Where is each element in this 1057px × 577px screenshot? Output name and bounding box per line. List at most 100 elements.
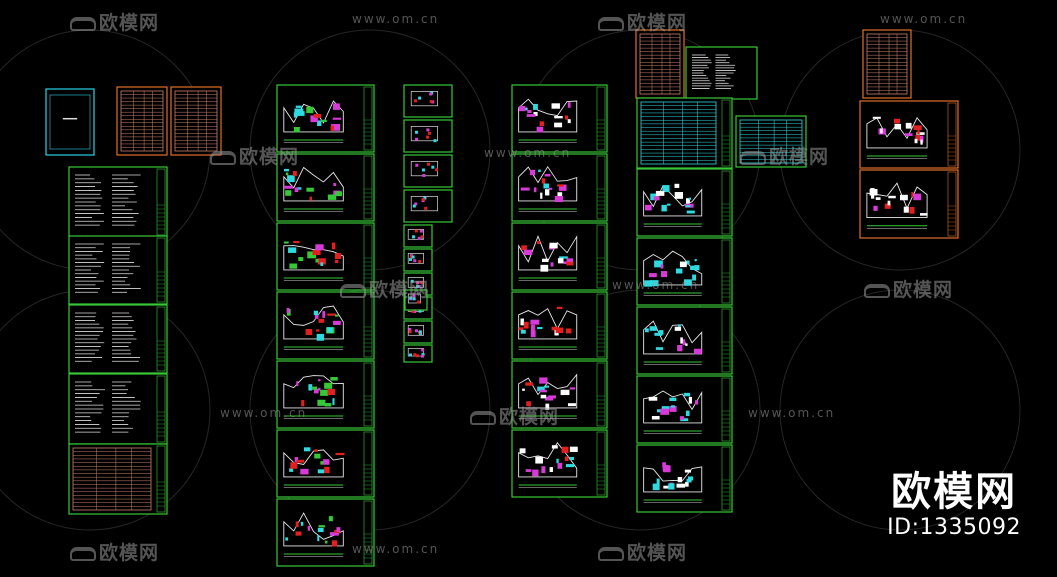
plan-fixture (873, 205, 878, 211)
drawing-sheet (276, 153, 375, 222)
title-block (721, 308, 731, 373)
detail-outline (410, 126, 438, 142)
detail-mark (413, 353, 417, 357)
plan-fixture (318, 379, 321, 382)
sheet-frame (276, 498, 375, 567)
plan-fixture (523, 249, 533, 256)
plan-outline (518, 308, 578, 340)
drawing-sheet (859, 100, 959, 169)
plan-fixture (686, 198, 690, 204)
detail-outline (410, 91, 438, 107)
drawing-sheet (68, 443, 168, 515)
title-block (156, 168, 166, 236)
plan-fixture (684, 469, 692, 473)
detail-mark (415, 130, 419, 134)
sheet-frame (635, 29, 685, 99)
detail-mark (416, 280, 420, 284)
plan-fixture (567, 119, 571, 124)
detail-mark (418, 330, 422, 334)
plan-fixture (327, 194, 337, 200)
drawing-sheet (68, 166, 168, 238)
plan-fixture (526, 401, 532, 407)
detail-mark (415, 285, 419, 289)
plan-fixture (917, 130, 920, 135)
plan-fixture (872, 116, 881, 119)
detail-mark (412, 297, 416, 301)
detail-outline (410, 196, 438, 212)
plan-fixture (557, 462, 563, 469)
plan-fixture (317, 527, 324, 533)
plan-fixture (523, 321, 529, 329)
plan-fixture (324, 382, 333, 389)
plan-fixture (283, 241, 289, 244)
drawing-sheet (403, 84, 453, 118)
plan-fixture (674, 326, 682, 331)
plan-fixture (290, 462, 298, 469)
plan-fixture (288, 247, 297, 253)
plan-fixture (293, 112, 297, 118)
plan-fixture (888, 195, 896, 199)
detail-outline (407, 229, 424, 240)
detail-mark (421, 354, 425, 358)
title-block (721, 239, 731, 304)
plan-fixture (875, 197, 881, 200)
sheet-frame (404, 289, 428, 311)
plan-fixture (894, 123, 902, 130)
plan-fixture (904, 133, 913, 137)
plan-fixture (555, 327, 564, 334)
plan-fixture (662, 185, 670, 193)
plan-fixture (539, 121, 545, 127)
table-border (640, 101, 717, 165)
plan-fixture (660, 408, 670, 415)
title-block (363, 362, 373, 427)
plan-fixture (285, 190, 292, 196)
detail-mark (413, 259, 417, 263)
detail-mark (429, 100, 433, 104)
detail-mark (413, 99, 417, 103)
plan-fixture (314, 453, 321, 459)
detail-mark (418, 260, 422, 264)
plan-fixture (307, 251, 316, 259)
plan-fixture (911, 192, 914, 198)
plan-fixture (656, 478, 660, 485)
table-border (174, 90, 218, 152)
plan-fixture (294, 457, 299, 463)
plan-fixture (533, 187, 537, 193)
plan-fixture (316, 329, 320, 332)
plan-fixture (303, 447, 311, 452)
plan-fixture (520, 187, 530, 191)
plan-fixture (565, 328, 572, 334)
title-block (156, 306, 166, 372)
detail-mark (421, 352, 425, 356)
plan-fixture (880, 128, 883, 134)
sheet-frame (403, 84, 453, 118)
plan-fixture (300, 521, 304, 526)
drawing-sheet (511, 429, 608, 498)
plan-fixture (530, 330, 536, 338)
plan-fixture (559, 256, 568, 259)
title-block (156, 445, 166, 513)
plan-fixture (295, 521, 299, 528)
detail-mark (410, 279, 414, 283)
plan-fixture (532, 469, 539, 477)
plan-fixture (558, 184, 567, 191)
title-block (721, 446, 731, 511)
plan-fixture (309, 196, 313, 201)
sheet-frame (116, 86, 168, 156)
plan-fixture (685, 481, 689, 487)
plan-fixture (662, 462, 666, 468)
title-block (947, 102, 957, 167)
plan-fixture (916, 132, 925, 135)
plan-fixture (557, 184, 564, 187)
detail-mark (429, 92, 433, 96)
plan-fixture (551, 326, 559, 331)
title-block (156, 237, 166, 303)
plan-fixture (318, 318, 325, 323)
table-border (120, 90, 164, 152)
plan-fixture (541, 178, 546, 184)
plan-fixture (334, 259, 339, 264)
title-block (363, 86, 373, 151)
plan-fixture (317, 535, 320, 542)
plan-fixture (294, 108, 304, 116)
plan-fixture (660, 271, 668, 278)
